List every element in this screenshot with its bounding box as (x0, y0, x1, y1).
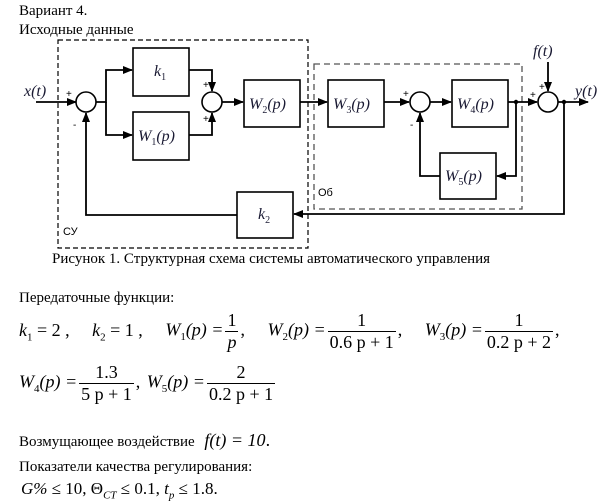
block-W3 (327, 79, 385, 128)
block-W4-label: W4(p) (457, 96, 494, 116)
quality-criteria: G% ≤ 10, ΘCT ≤ 0.1, tp ≤ 1.8. (21, 480, 218, 504)
quality-heading: Показатели качества регулирования: (19, 459, 253, 475)
sign-plus: + (539, 82, 545, 93)
controller-group-box (57, 39, 309, 249)
disturbance-signal-label: f(t) (533, 43, 553, 60)
plant-group-box (313, 63, 523, 210)
block-W1 (132, 111, 190, 161)
sign-plus: + (66, 89, 72, 100)
block-diagram: СУ Об x(t) + - k1 W1(p) + + W2(p) W3(p) … (23, 39, 597, 249)
figure-caption: Рисунок 1. Структурная схема системы авт… (52, 251, 491, 267)
eq-k2: k2 = 1 , (92, 319, 143, 344)
block-W3-label: W3(p) (333, 96, 370, 116)
summing-junction-4 (537, 91, 559, 113)
block-W5-label: W5(p) (445, 168, 482, 188)
sign-plus: + (403, 89, 409, 100)
input-signal-label: x(t) (23, 83, 46, 100)
summing-junction-3 (409, 91, 431, 113)
sign-plus: + (530, 90, 536, 101)
transfer-heading: Передаточные функции: (19, 290, 175, 306)
static-error-criterion: ΘCT ≤ 0.1, (90, 479, 160, 502)
disturbance-label: Возмущающее воздействие (19, 434, 195, 450)
line-W1-to-sum2 (189, 112, 216, 136)
disturbance-tail: . (265, 430, 271, 450)
line-k2-to-sum1 (82, 112, 237, 216)
block-W2 (243, 79, 301, 128)
section-subtitle: Исходные данные (19, 22, 134, 38)
sign-minus: - (410, 120, 413, 131)
plant-group-label: Об (318, 187, 333, 199)
sign-minus: - (73, 120, 76, 131)
sign-plus: + (203, 114, 209, 125)
block-k1-label: k1 (154, 63, 166, 83)
controller-group-label: СУ (63, 226, 79, 238)
output-signal-label: y(t) (573, 83, 597, 100)
disturbance-formula: f(t) = 10 (204, 430, 266, 450)
variant-title: Вариант 4. (19, 3, 88, 19)
block-W1-label: W1(p) (138, 128, 175, 148)
line-output-to-k2 (293, 102, 565, 218)
line-to-W1 (105, 102, 133, 139)
summing-junction-2 (201, 91, 223, 113)
block-W2-label: W2(p) (249, 96, 286, 116)
line-to-k1 (96, 66, 133, 103)
overshoot-criterion: G% ≤ 10, (21, 479, 87, 498)
disturbance-line: Возмущающее воздействие f(t) = 10. (19, 430, 271, 451)
block-k2-label: k2 (258, 206, 270, 226)
summing-junction-1 (75, 91, 97, 113)
line-to-W5 (496, 102, 517, 180)
sign-plus: + (203, 80, 209, 91)
block-W4 (451, 79, 509, 128)
settling-time-criterion: tp ≤ 1.8. (164, 479, 218, 502)
line-k1-to-sum2 (189, 69, 216, 92)
eq-k1: k1 = 2 , (19, 319, 70, 344)
line-W5-to-sum3 (416, 112, 440, 177)
block-k1 (132, 47, 190, 97)
